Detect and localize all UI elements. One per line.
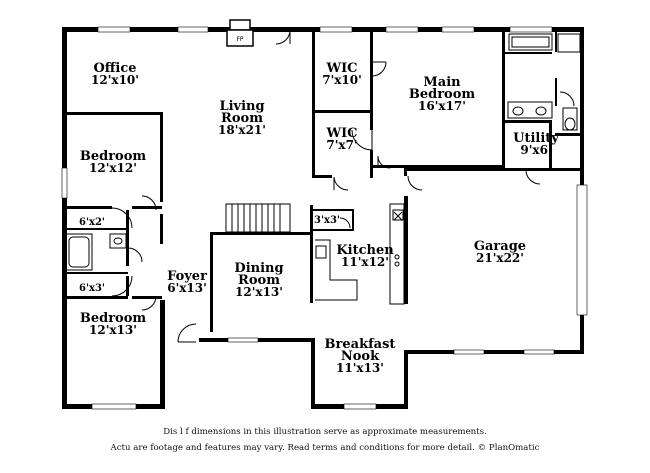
utility-name: Utility <box>513 131 559 146</box>
breakfast-name-2: Nook <box>341 349 380 364</box>
living-name-2: Room <box>221 111 263 126</box>
bedroom-2-dim: 12'x13' <box>89 323 137 337</box>
dining-dim: 12'x13' <box>235 285 283 299</box>
fireplace: FP <box>226 19 254 47</box>
main-bedroom-name-1: Main <box>423 75 461 90</box>
breakfast-dim: 11'x13' <box>336 361 384 375</box>
breakfast-name-1: Breakfast <box>325 337 396 352</box>
disclaimer-line-1: Dis l f dimensions in this illustration … <box>163 427 487 437</box>
wic-2-name: WIC <box>325 126 357 141</box>
wic-2-dim: 7'x7' <box>326 138 357 152</box>
dining-name-1: Dining <box>234 261 283 276</box>
pantry-dim: 3'x3' <box>314 215 340 226</box>
kitchen-fixtures <box>315 203 405 305</box>
bedroom-2-name: Bedroom <box>80 311 147 326</box>
garage-dim: 21'x22' <box>476 251 524 265</box>
bath-fixtures <box>65 33 581 271</box>
kitchen-name: Kitchen <box>336 243 394 258</box>
room-labels: Office 12'x10' Living Room 18'x21' WIC 7… <box>79 61 559 375</box>
office-name: Office <box>93 61 136 76</box>
living-dim: 18'x21' <box>218 123 266 137</box>
main-bedroom-name-2: Bedroom <box>409 87 476 102</box>
bedroom-1-name: Bedroom <box>80 149 147 164</box>
foyer-dim: 6'x13' <box>167 281 207 295</box>
windows <box>61 26 588 410</box>
office-dim: 12'x10' <box>91 73 139 87</box>
fireplace-label: FP <box>236 36 243 43</box>
disclaimer-line-2: Actu are footage and features may vary. … <box>110 443 540 453</box>
interior-walls <box>62 30 583 332</box>
bath-2-dim: 6'x3' <box>79 283 105 294</box>
utility-dim: 9'x6' <box>520 143 551 157</box>
wic-1-dim: 7'x10' <box>322 73 362 87</box>
main-bedroom-dim: 16'x17' <box>418 99 466 113</box>
staircase <box>225 203 291 233</box>
door-swings <box>111 29 575 343</box>
bedroom-1-dim: 12'x12' <box>89 161 137 175</box>
wic-1-name: WIC <box>325 61 357 76</box>
dining-name-2: Room <box>238 273 280 288</box>
kitchen-dim: 11'x12' <box>341 255 389 269</box>
bath-1-dim: 6'x2' <box>79 217 105 228</box>
living-name-1: Living <box>219 99 264 114</box>
foyer-name: Foyer <box>167 269 207 284</box>
garage-name: Garage <box>474 239 526 254</box>
floor-plan: FP <box>61 19 588 410</box>
disclaimer: Dis l f dimensions in this illustration … <box>0 424 650 456</box>
